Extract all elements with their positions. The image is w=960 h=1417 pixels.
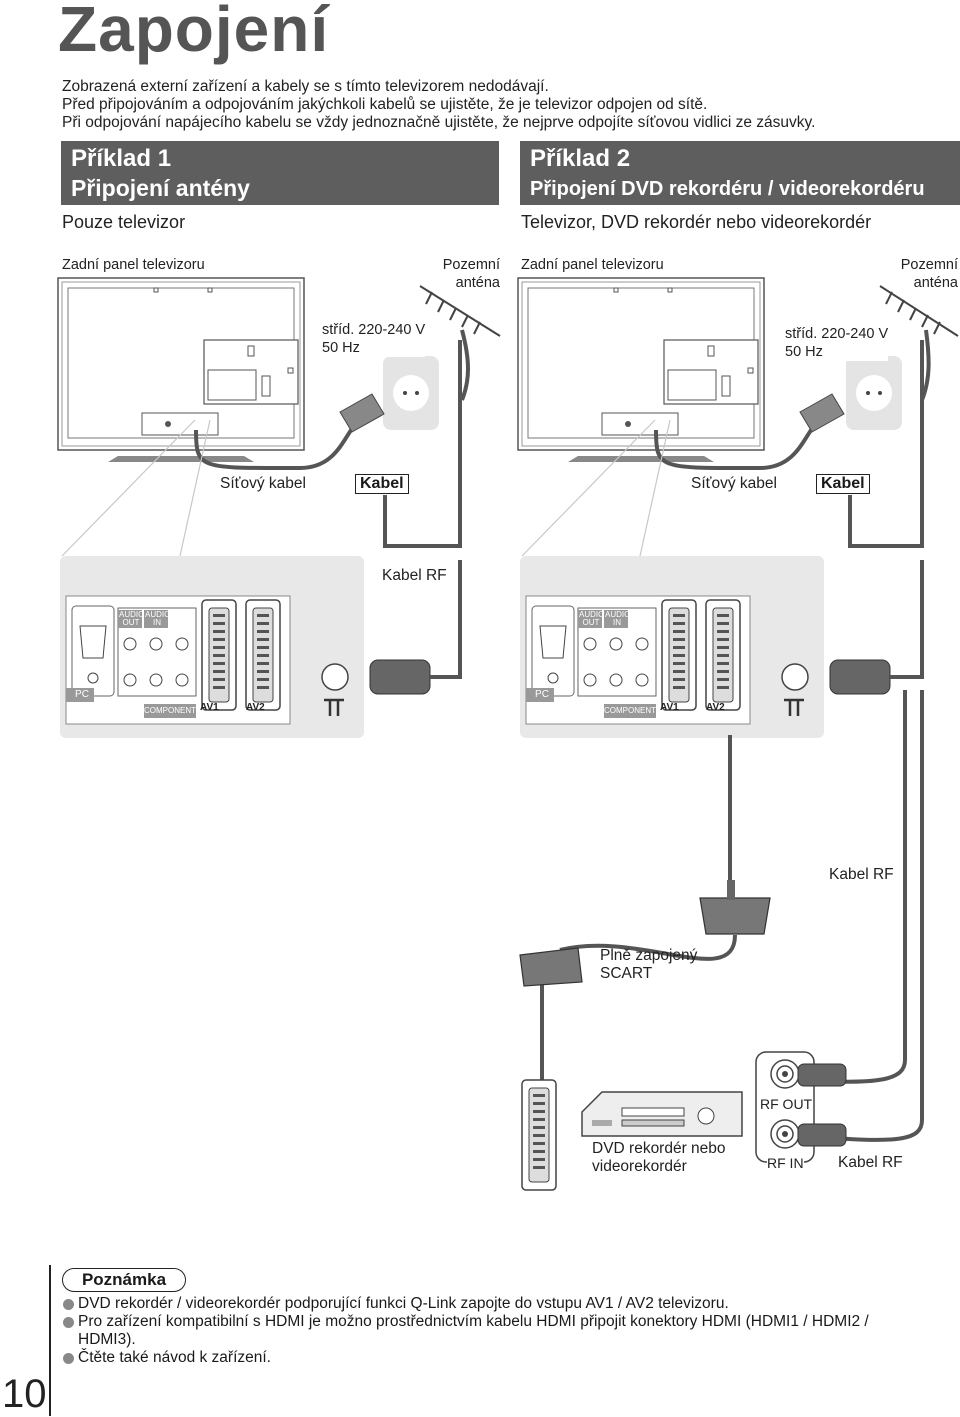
page-number: 10 [2, 1372, 47, 1416]
power-label-line: 50 Hz [322, 340, 360, 356]
example2-power-label: stříd. 220-240 V 50 Hz [785, 325, 889, 361]
example2-subtitle: Připojení DVD rekordéru / videorekordéru [530, 178, 925, 200]
example2-rf-cable-top-label: Kabel RF [829, 866, 894, 883]
power-label-line: stříd. 220-240 V [322, 322, 426, 338]
scart-label-line: SCART [600, 965, 653, 982]
pc-label: PC [75, 689, 89, 700]
antenna-icon [419, 285, 959, 337]
example1-banner: Příklad 1 Připojení antény [61, 141, 499, 205]
antenna-label-line: anténa [913, 275, 958, 291]
note-heading: Poznámka [62, 1268, 186, 1292]
page-title: Zapojení [58, 0, 330, 65]
page-divider [49, 1265, 51, 1416]
rf-out-label: RF OUT [760, 1095, 813, 1113]
av2-label: AV2 [706, 702, 725, 713]
recorder-label: DVD rekordér nebo videorekordér [592, 1140, 726, 1176]
example2-tv-rear-label: Zadní panel televizoru [521, 257, 664, 273]
recorder-label-line: videorekordér [592, 1158, 687, 1175]
example1-subtitle: Připojení antény [71, 175, 250, 201]
intro-text: Zobrazená externí zařízení a kabely se s… [62, 78, 815, 132]
audio-out-label: AUDIO OUT [119, 610, 145, 627]
example2-mains-cable-label: Síťový kabel [691, 475, 777, 492]
intro-line: Zobrazená externí zařízení a kabely se s… [62, 78, 549, 95]
av1-label: AV1 [660, 702, 679, 713]
pc-label: PC [535, 689, 549, 700]
note-item: Čtěte také návod k zařízení. [62, 1349, 922, 1367]
audio-in-label: AUDIO IN [605, 610, 631, 627]
note-list: DVD rekordér / videorekordér podporující… [62, 1295, 922, 1367]
example2-banner: Příklad 2 Připojení DVD rekordéru / vide… [520, 141, 960, 205]
note-item: Pro zařízení kompatibilní s HDMI je možn… [62, 1313, 922, 1349]
av2-label: AV2 [246, 702, 265, 713]
power-label-line: 50 Hz [785, 344, 823, 360]
example1-mains-cable-label: Síťový kabel [220, 475, 306, 492]
example2-scope: Televizor, DVD rekordér nebo videorekord… [521, 212, 872, 232]
note-item: DVD rekordér / videorekordér podporující… [62, 1295, 922, 1313]
intro-line: Před připojováním a odpojováním jakýchko… [62, 96, 708, 113]
example1-title: Příklad 1 [71, 145, 172, 172]
example2-title: Příklad 2 [530, 145, 631, 172]
example2-rf-cable-bottom-label: Kabel RF [838, 1154, 903, 1171]
recorder-label-line: DVD rekordér nebo [592, 1140, 726, 1157]
example1-power-label: stříd. 220-240 V 50 Hz [322, 321, 426, 357]
example1-cable-label: Kabel [355, 474, 409, 494]
example2-cable-label: Kabel [816, 474, 870, 494]
example1-tv-rear-label: Zadní panel televizoru [62, 257, 205, 273]
component-label: COMPONENT [604, 706, 656, 715]
example2-antenna-label: Pozemní anténa [878, 256, 958, 292]
example1-antenna-label: Pozemní anténa [420, 256, 500, 292]
audio-in-label: AUDIO IN [145, 610, 171, 627]
audio-out-label: AUDIO OUT [579, 610, 605, 627]
example1-scope: Pouze televizor [62, 212, 186, 232]
intro-line: Při odpojování napájecího kabelu se vždy… [62, 114, 816, 131]
example1-rf-cable-label: Kabel RF [382, 567, 447, 584]
antenna-label-line: Pozemní [442, 257, 500, 273]
scart-label-line: Plně zapojený [600, 947, 698, 964]
antenna-label-line: anténa [455, 275, 500, 291]
rf-in-label: RF IN [767, 1154, 804, 1172]
scart-label: Plně zapojený SCART [600, 947, 697, 983]
antenna-label-line: Pozemní [900, 257, 958, 273]
component-label: COMPONENT [144, 706, 196, 715]
power-label-line: stříd. 220-240 V [785, 326, 889, 342]
av1-label: AV1 [200, 702, 219, 713]
